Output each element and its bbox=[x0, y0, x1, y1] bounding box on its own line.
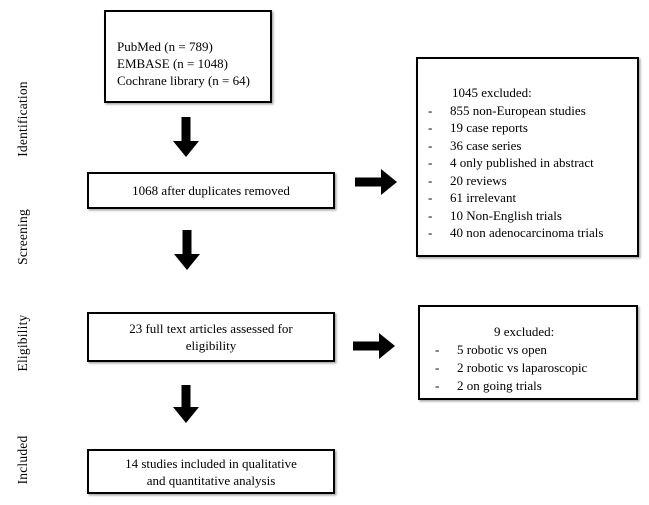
bullet-dash: - bbox=[428, 190, 433, 205]
bullet-dash: - bbox=[428, 102, 433, 118]
list-item: - 40 non adenocarcinoma trials bbox=[418, 224, 637, 242]
stage-label-included: Included bbox=[15, 435, 30, 485]
bullet-dash: - bbox=[428, 225, 433, 240]
down-arrow-icon bbox=[174, 230, 200, 270]
excluded-9-box: 9 excluded: - 5 robotic vs open - 2 robo… bbox=[418, 305, 638, 400]
excluded-9-list: - 5 robotic vs open - 2 robotic vs lapar… bbox=[420, 341, 636, 395]
list-item: - 855 non-European studies bbox=[418, 102, 637, 120]
excluded-9-heading: 9 excluded: bbox=[494, 324, 555, 339]
excluded-1045-box: 1045 excluded: - 855 non-European studie… bbox=[416, 57, 639, 257]
full-text-assessed-line-1: 23 full text articles assessed for bbox=[129, 321, 293, 336]
right-arrow-icon bbox=[355, 169, 397, 195]
list-item: - 4 only published in abstract bbox=[418, 154, 637, 172]
bullet-dash: - bbox=[435, 342, 440, 357]
list-item: - 36 case series bbox=[418, 137, 637, 155]
down-arrow-icon bbox=[173, 117, 199, 157]
list-item: - 2 on going trials bbox=[420, 377, 636, 395]
bullet-dash: - bbox=[428, 172, 433, 188]
excluded-1045-heading: 1045 excluded: bbox=[452, 85, 532, 100]
list-item: - 5 robotic vs open bbox=[420, 341, 636, 359]
list-item: - 20 reviews bbox=[418, 172, 637, 190]
bullet-dash: - bbox=[428, 137, 433, 153]
source-line-pubmed: PubMed (n = 789) bbox=[117, 39, 213, 54]
down-arrow-icon bbox=[173, 385, 199, 423]
excluded-1045-list: - 855 non-European studies - 19 case rep… bbox=[418, 102, 637, 242]
source-line-embase: EMBASE (n = 1048) bbox=[117, 56, 228, 71]
bullet-dash: - bbox=[435, 378, 440, 393]
list-item: - 2 robotic vs laparoscopic bbox=[420, 359, 636, 377]
duplicates-removed-text: 1068 after duplicates removed bbox=[132, 183, 290, 198]
bullet-dash: - bbox=[428, 120, 433, 135]
duplicates-removed-box: 1068 after duplicates removed bbox=[87, 172, 335, 209]
right-arrow-icon bbox=[353, 333, 395, 359]
list-item: - 10 Non-English trials bbox=[418, 207, 637, 225]
full-text-assessed-box: 23 full text articles assessed for eligi… bbox=[87, 312, 335, 362]
source-line-cochrane: Cochrane library (n = 64) bbox=[117, 73, 250, 88]
sources-box: PubMed (n = 789) EMBASE (n = 1048) Cochr… bbox=[104, 10, 272, 103]
list-item: - 19 case reports bbox=[418, 119, 637, 137]
bullet-dash: - bbox=[428, 207, 433, 223]
list-item: - 61 irrelevant bbox=[418, 189, 637, 207]
bullet-dash: - bbox=[435, 360, 440, 375]
bullet-dash: - bbox=[428, 155, 433, 170]
full-text-assessed-line-2: eligibility bbox=[185, 338, 237, 353]
included-studies-box: 14 studies included in qualitative and q… bbox=[87, 449, 335, 494]
included-studies-line-2: and quantitative analysis bbox=[146, 472, 276, 488]
included-studies-line-1: 14 studies included in qualitative bbox=[125, 455, 297, 471]
